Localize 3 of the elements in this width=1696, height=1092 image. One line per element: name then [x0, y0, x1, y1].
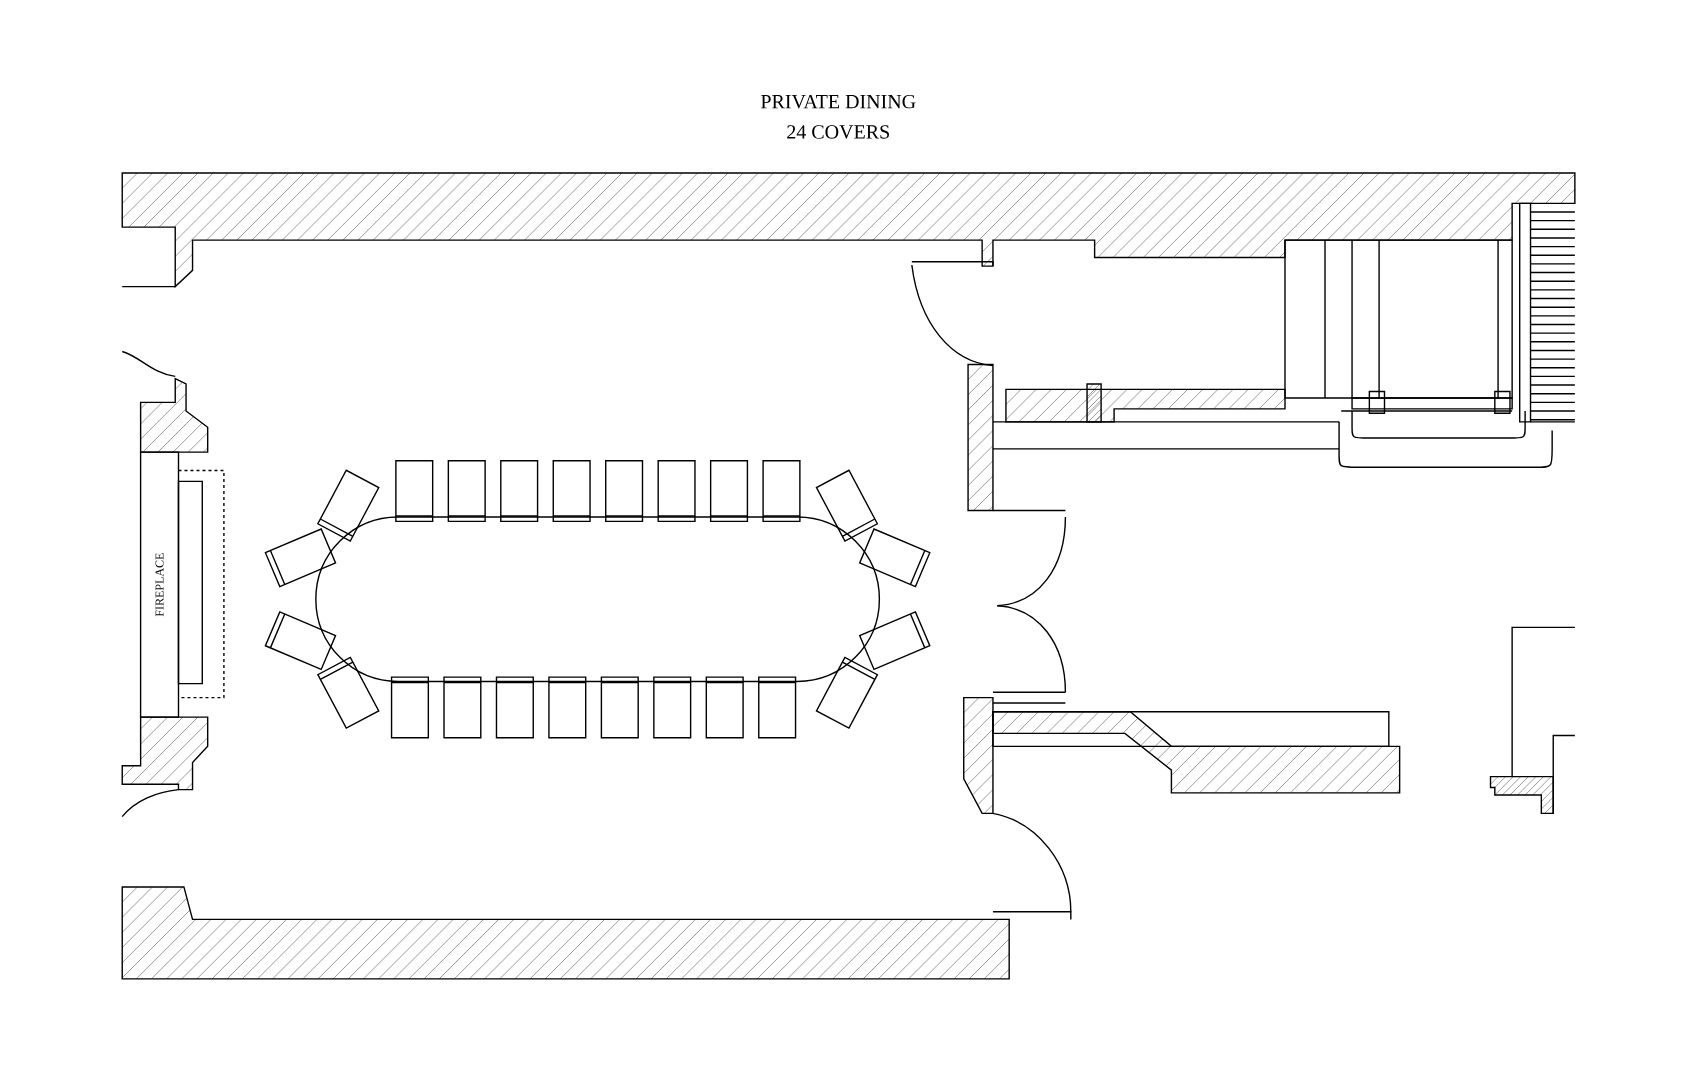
- fireplace: FIREPLACE: [139, 451, 180, 718]
- subtitle: 24 COVERS: [787, 125, 889, 139]
- title: PRIVATE DINING: [761, 94, 916, 109]
